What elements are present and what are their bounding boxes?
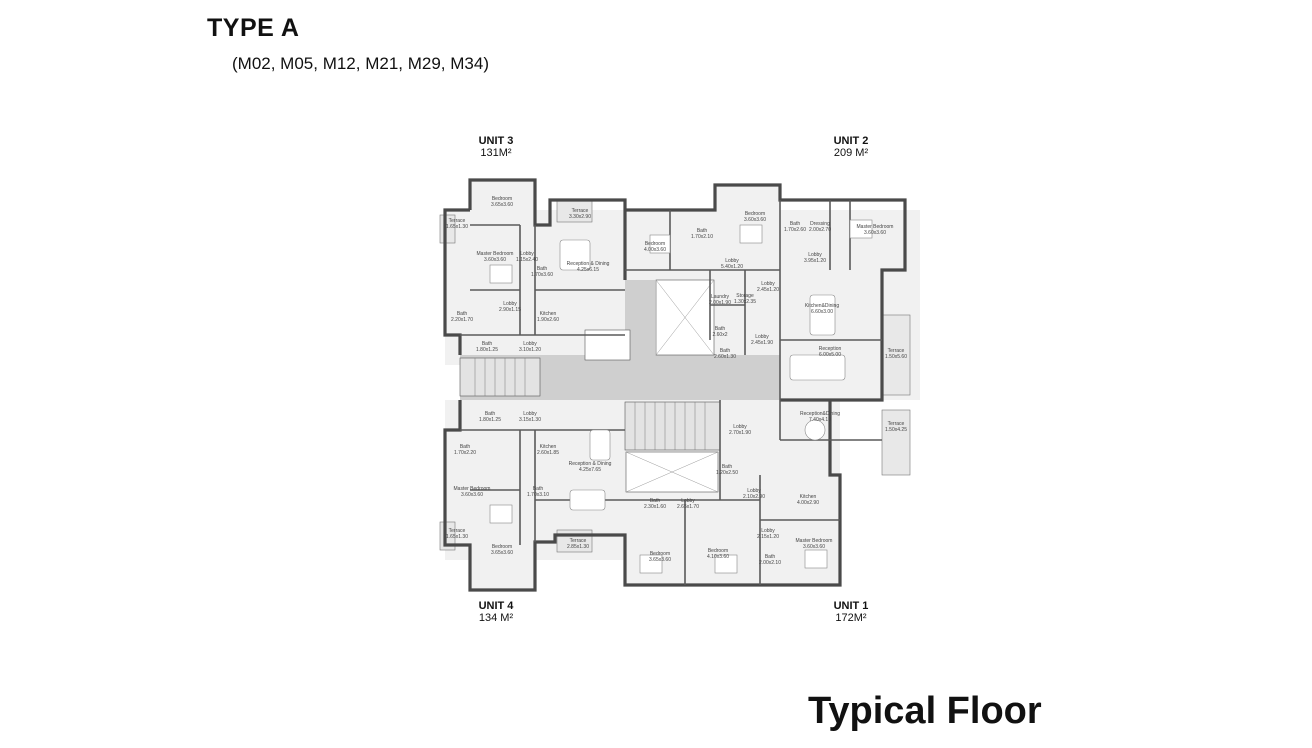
- floor-title: Typical Floor: [808, 690, 1042, 732]
- unit-area: 131M²: [480, 147, 512, 159]
- unit-name: UNIT 2: [833, 135, 869, 147]
- unit-1-label: UNIT 1 172M²: [791, 600, 911, 624]
- unit-area: 172M²: [835, 612, 867, 624]
- unit-name: UNIT 1: [833, 600, 869, 612]
- unit-name: UNIT 3: [478, 135, 514, 147]
- unit-3-label: UNIT 3 131M²: [436, 135, 556, 159]
- unit-2-label: UNIT 2 209 M²: [791, 135, 911, 159]
- unit-area: 134 M²: [478, 612, 514, 624]
- unit-name: UNIT 4: [478, 600, 514, 612]
- model-list: (M02, M05, M12, M21, M29, M34): [232, 54, 489, 73]
- type-title: TYPE A: [207, 14, 300, 42]
- unit-area: 209 M²: [833, 147, 869, 159]
- unit-4-label: UNIT 4 134 M²: [436, 600, 556, 624]
